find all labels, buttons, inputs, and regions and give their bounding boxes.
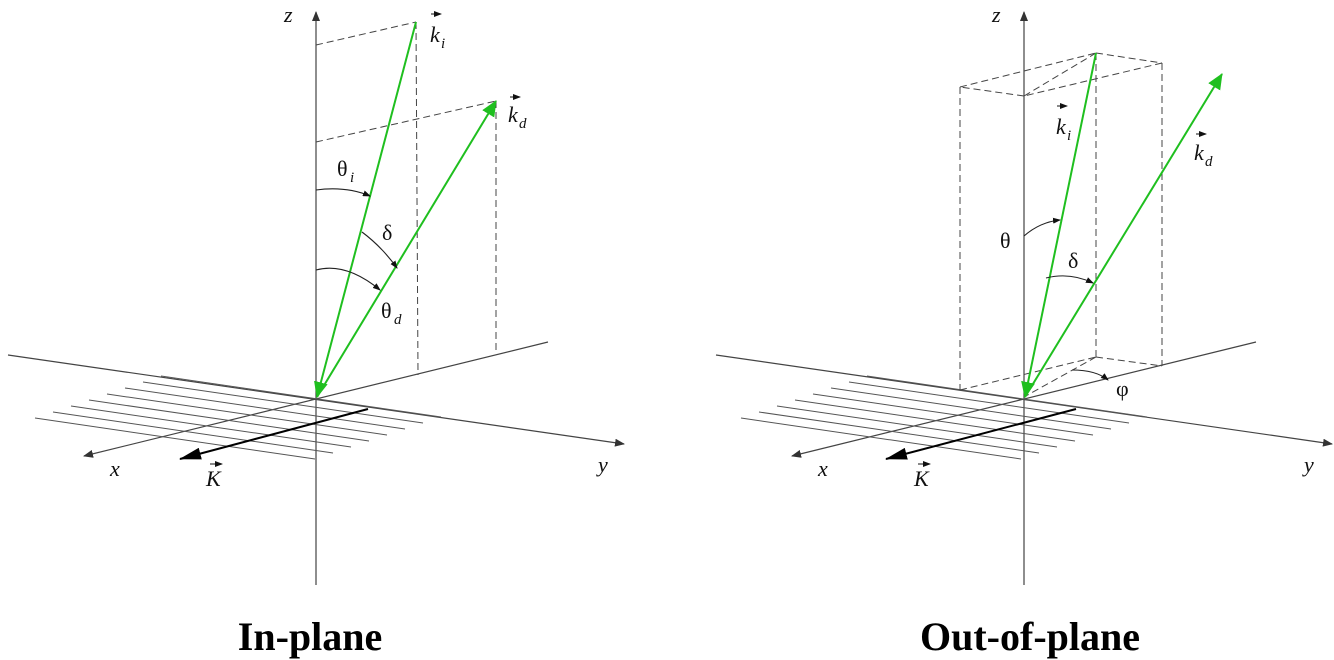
svg-text:i: i: [1067, 128, 1071, 144]
svg-text:i: i: [441, 36, 445, 52]
theta-label: θ: [1000, 228, 1011, 253]
theta-d-arc: [315, 267, 381, 291]
delta-arc: [1045, 275, 1094, 284]
svg-text:k: k: [1194, 140, 1205, 165]
incident-wave-vector: [314, 21, 417, 398]
K-label: K: [913, 461, 931, 491]
k-i-label: k i: [1056, 103, 1071, 144]
svg-text:θ: θ: [381, 298, 392, 323]
delta-arc: [361, 231, 398, 269]
construction-lines: [315, 21, 497, 376]
incident-wave-vector: [1021, 52, 1097, 398]
grating-lines: [34, 375, 442, 460]
svg-text:i: i: [350, 170, 354, 186]
caption-in-plane: In-plane: [238, 614, 383, 659]
svg-text:θ: θ: [337, 156, 348, 181]
svg-text:d: d: [1205, 154, 1213, 170]
caption-out-of-plane: Out-of-plane: [920, 614, 1140, 659]
grating-lines: [740, 375, 1148, 460]
panel-in-plane: z x y k i k d K θ i δ θ d In-plane: [7, 2, 625, 659]
svg-text:k: k: [1056, 114, 1067, 139]
diffracted-wave-vector: [1024, 73, 1223, 398]
k-d-label: k d: [1194, 131, 1213, 170]
theta-i-arc: [315, 188, 371, 197]
K-label: K: [205, 461, 223, 491]
panel-out-of-plane: z x y k i k d K θ δ φ Out-of-plane: [715, 2, 1333, 659]
svg-text:d: d: [519, 116, 527, 132]
k-d-label: k d: [508, 94, 527, 132]
grating-vector-K: [179, 408, 369, 460]
diffracted-wave-vector: [316, 100, 497, 398]
svg-text:d: d: [394, 312, 402, 328]
svg-text:K: K: [205, 466, 222, 491]
construction-box: [959, 52, 1163, 398]
z-axis-label: z: [991, 2, 1001, 27]
grating-vector-K: [885, 408, 1077, 460]
y-axis-label: y: [1302, 452, 1314, 477]
y-axis-label: y: [596, 452, 608, 477]
k-i-label: k i: [430, 11, 445, 52]
theta-i-label: θ i: [337, 156, 354, 186]
svg-text:K: K: [913, 466, 930, 491]
x-axis-label: x: [817, 456, 828, 481]
phi-label: φ: [1116, 376, 1129, 401]
delta-label: δ: [382, 220, 392, 245]
svg-text:k: k: [430, 22, 441, 47]
theta-arc: [1023, 217, 1061, 237]
theta-d-label: θ d: [381, 298, 402, 328]
delta-label: δ: [1068, 248, 1078, 273]
svg-text:k: k: [508, 102, 519, 127]
x-axis-label: x: [109, 456, 120, 481]
z-axis-label: z: [283, 2, 293, 27]
phi-arc: [1071, 369, 1109, 381]
